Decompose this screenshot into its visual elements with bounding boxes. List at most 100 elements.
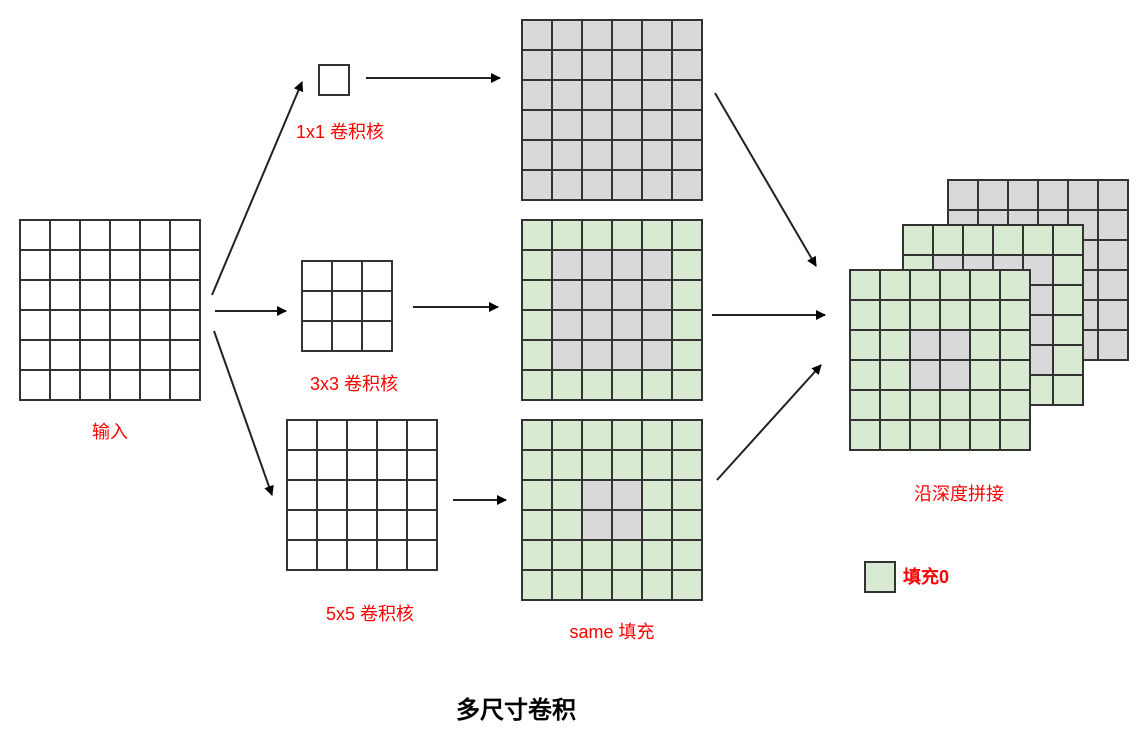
grid-cell: [301, 290, 333, 322]
grid-cell: [611, 339, 643, 371]
grid-cell: [49, 249, 81, 281]
legend-padding-label: 填充0: [903, 567, 950, 587]
grid-cell: [671, 369, 703, 401]
grid-cell: [581, 249, 613, 281]
grid-cell: [19, 309, 51, 341]
grid-cell: [969, 299, 1001, 331]
grid-cell: [939, 269, 971, 301]
grid-cell: [611, 369, 643, 401]
grid-cell: [139, 339, 171, 371]
grid-cell: [641, 449, 673, 481]
grid-cell: [346, 479, 378, 511]
grid-cell: [671, 139, 703, 171]
grid-cell: [849, 359, 881, 391]
grid-cell: [641, 219, 673, 251]
grid-cell: [1097, 239, 1129, 271]
grid-cell: [79, 219, 111, 251]
grid-cell: [79, 249, 111, 281]
grid-cell: [969, 269, 1001, 301]
grid-cell: [641, 369, 673, 401]
grid-cell: [611, 219, 643, 251]
grid-cell: [169, 249, 201, 281]
grid-cell: [331, 290, 363, 322]
grid-cell: [521, 339, 553, 371]
grid-cell: [551, 449, 583, 481]
grid-cell: [1052, 344, 1084, 376]
grid-cell: [551, 49, 583, 81]
grid-cell: [939, 419, 971, 451]
input-grid: [19, 219, 201, 401]
same-padding-label: same 填充: [569, 622, 655, 642]
grid-cell: [109, 249, 141, 281]
grid-cell: [1052, 224, 1084, 256]
arrow-input-to-1x1: [211, 81, 304, 296]
grid-cell: [551, 479, 583, 511]
grid-cell: [641, 539, 673, 571]
grid-cell: [109, 309, 141, 341]
grid-cell: [346, 419, 378, 451]
grid-cell: [139, 309, 171, 341]
grid-cell: [581, 509, 613, 541]
grid-cell: [521, 169, 553, 201]
grid-cell: [1052, 374, 1084, 406]
grid-cell: [376, 539, 408, 571]
grid-cell: [671, 219, 703, 251]
concat-layer-5x5: [849, 269, 1031, 451]
grid-cell: [999, 329, 1031, 361]
grid-cell: [551, 539, 583, 571]
grid-cell: [849, 389, 881, 421]
grid-cell: [1037, 179, 1069, 211]
grid-cell: [671, 19, 703, 51]
grid-cell: [169, 369, 201, 401]
grid-cell: [939, 329, 971, 361]
grid-cell: [109, 369, 141, 401]
grid-cell: [909, 329, 941, 361]
grid-cell: [581, 449, 613, 481]
kernel-3x3: [301, 260, 393, 352]
grid-cell: [551, 309, 583, 341]
grid-cell: [521, 479, 553, 511]
grid-cell: [879, 299, 911, 331]
grid-cell: [581, 479, 613, 511]
grid-cell: [551, 419, 583, 451]
grid-cell: [849, 329, 881, 361]
grid-cell: [939, 389, 971, 421]
grid-cell: [346, 539, 378, 571]
grid-cell: [611, 169, 643, 201]
grid-cell: [49, 369, 81, 401]
grid-cell: [641, 309, 673, 341]
grid-cell: [331, 260, 363, 292]
grid-cell: [1097, 329, 1129, 361]
grid-cell: [641, 419, 673, 451]
grid-cell: [671, 339, 703, 371]
grid-cell: [939, 359, 971, 391]
grid-cell: [521, 49, 553, 81]
grid-cell: [521, 539, 553, 571]
grid-cell: [992, 224, 1024, 256]
grid-cell: [1097, 209, 1129, 241]
kernel-3x3-label: 3x3 卷积核: [309, 374, 399, 394]
grid-cell: [969, 389, 1001, 421]
grid-cell: [581, 569, 613, 601]
grid-cell: [318, 64, 350, 96]
input-label: 输入: [92, 422, 128, 442]
grid-cell: [286, 449, 318, 481]
grid-cell: [139, 249, 171, 281]
grid-cell: [169, 279, 201, 311]
grid-cell: [671, 509, 703, 541]
grid-cell: [641, 279, 673, 311]
grid-cell: [611, 249, 643, 281]
grid-cell: [641, 109, 673, 141]
grid-cell: [521, 569, 553, 601]
grid-cell: [1052, 284, 1084, 316]
grid-cell: [671, 109, 703, 141]
grid-cell: [346, 449, 378, 481]
grid-cell: [1067, 179, 1099, 211]
grid-cell: [551, 79, 583, 111]
grid-cell: [999, 419, 1031, 451]
grid-cell: [169, 339, 201, 371]
grid-cell: [879, 419, 911, 451]
grid-cell: [316, 449, 348, 481]
grid-cell: [286, 419, 318, 451]
